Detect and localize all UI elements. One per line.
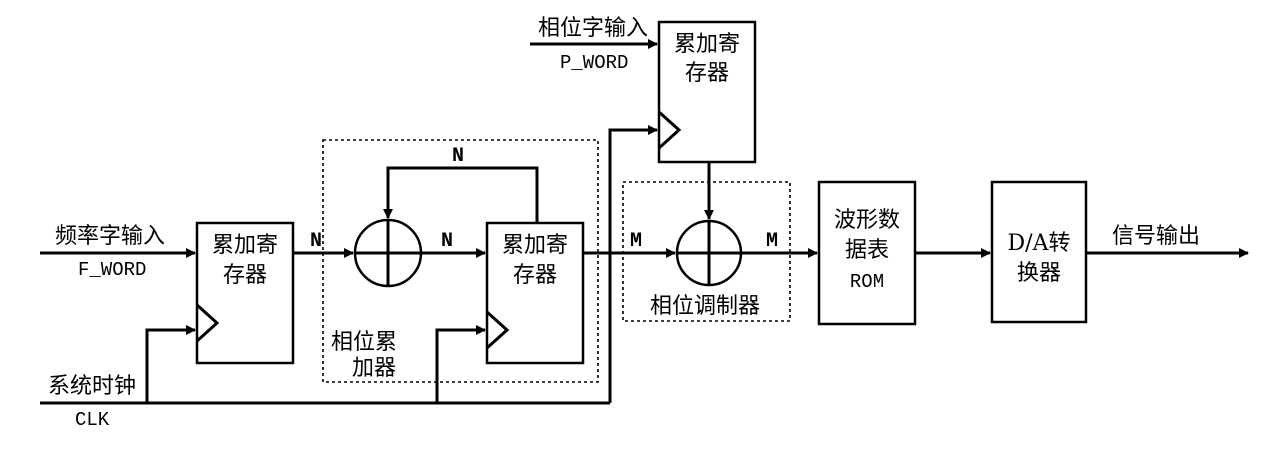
phase-word-register: 累加寄 存器 [657,20,757,164]
phase-word-signal-label: P_WORD [560,52,628,74]
clock-label: 系统时钟 [48,374,136,399]
clock-to-acc-reg-wire [435,325,486,403]
freq-reg-label-line2: 存器 [223,263,267,288]
phase-word-reg-label-line2: 存器 [685,61,729,86]
phase-accumulator-label-line1: 相位累 [331,330,397,355]
phase-accumulator-adder [353,218,423,288]
rom-label-line3: ROM [850,271,884,293]
freq-word-signal-label: F_WORD [78,259,146,281]
phase-modulator-label: 相位调制器 [650,294,760,319]
bus-width-m-modulator-in: M [630,230,642,253]
bus-width-n-input: N [310,230,322,253]
clock-signal-label: CLK [75,409,110,431]
phase-word-reg-label-line1: 累加寄 [674,32,740,57]
dac-label-line1: D/A转 [1008,231,1071,256]
phase-accumulator-group [322,139,599,383]
clock-to-freq-reg-wire [145,325,196,403]
phase-acc-reg-label-line1: 累加寄 [502,233,568,258]
phase-acc-reg-label-line2: 存器 [513,263,557,288]
signal-output-label: 信号输出 [1112,224,1200,249]
da-converter: D/A转 换器 [990,180,1088,324]
waveform-rom: 波形数 据表 ROM [817,180,917,326]
phase-modulator-adder [675,219,743,287]
dac-label-line2: 换器 [1017,261,1061,286]
bus-width-n-feedback: N [452,145,464,168]
rom-label-line2: 据表 [845,238,889,263]
bus-width-n-adder-out: N [441,230,453,253]
phase-accumulator-register: 累加寄 存器 [485,221,585,365]
bus-width-m-rom-in: M [766,230,778,253]
feedback-wire [383,166,539,223]
freq-word-input-label: 频率字输入 [55,224,165,249]
frequency-word-register: 累加寄 存器 [195,221,295,365]
rom-label-line1: 波形数 [834,208,900,233]
phase-accumulator-label-line2: 加器 [352,356,396,381]
freq-reg-label-line1: 累加寄 [212,233,278,258]
phase-word-input-label: 相位字输入 [538,16,648,41]
clock-to-phase-reg-wire [608,125,658,403]
